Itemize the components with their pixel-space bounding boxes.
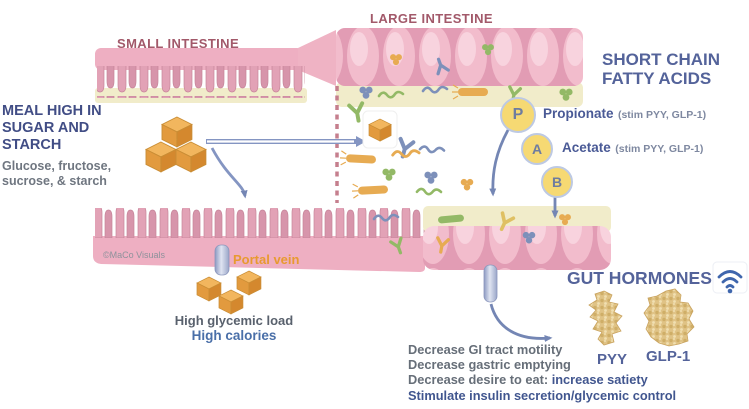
villi <box>95 208 425 240</box>
sugar-cube-icon <box>196 270 262 315</box>
bottom-intestinal-wall <box>93 206 611 272</box>
large-intestine-label: LARGE INTESTINE <box>370 11 494 26</box>
glycemic-load-line: High glycemic load <box>174 313 294 328</box>
bacteria-filament-icon <box>421 85 449 94</box>
portal-vein-label: Portal vein <box>233 252 300 267</box>
sugar-cube-icon <box>145 116 207 173</box>
bacteria-cluster-icon <box>559 214 571 226</box>
watermark: ©MaCo Visuals <box>103 250 165 260</box>
effect-highlight: Stimulate insulin secretion/glycemic con… <box>408 387 677 403</box>
calories-line: High calories <box>191 328 277 343</box>
bacteria-cluster-icon <box>390 54 402 66</box>
gut-hormones-heading: GUT HORMONES <box>567 268 712 288</box>
top-intestinal-wall <box>95 28 583 107</box>
large-intestine-wall-bottom <box>423 206 611 270</box>
pyy-label: PYY <box>597 351 628 368</box>
scfa-heading: SHORT CHAIN FATTY ACIDS <box>602 50 721 88</box>
haustra <box>423 226 611 270</box>
acetate-circle: A <box>521 133 553 165</box>
bacteria-rod-icon <box>451 84 489 100</box>
effect-line: Stimulate insulin secretion/glycemic con… <box>408 388 676 403</box>
glp1-blob <box>643 288 695 347</box>
effect-highlight: increase satiety <box>551 372 648 388</box>
propionate-note: (stim PYY, GLP-1) <box>617 109 707 121</box>
meal-title: MEAL HIGH IN SUGAR AND STARCH <box>2 103 102 153</box>
small-intestine-label: SMALL INTESTINE <box>117 36 240 51</box>
absorption-arrow <box>210 147 248 199</box>
hormone-release-arrow <box>489 303 553 342</box>
bacteria-filament-icon <box>415 186 443 197</box>
bacteria-cluster-icon <box>382 168 396 181</box>
antibody-icon <box>431 55 450 76</box>
bacteria-cluster-icon <box>522 231 536 244</box>
effect-text: Decrease desire to eat: <box>408 372 552 388</box>
haustra <box>336 28 583 86</box>
acetate-name: Acetate <box>562 140 611 155</box>
small-intestine-wall-top <box>95 30 336 103</box>
effects-list: Decrease GI tract motility Decrease gast… <box>408 342 676 403</box>
antibody-icon <box>389 236 408 257</box>
effect-text: Decrease gastric emptying <box>408 357 571 373</box>
antibody-icon <box>433 236 451 255</box>
acetate-note: (stim PYY, GLP-1) <box>615 143 704 155</box>
bacteria-rod-icon <box>339 150 377 168</box>
meal-text-block: MEAL HIGH IN SUGAR AND STARCH Glucose, f… <box>2 103 124 189</box>
bacteria-rod-icon <box>351 181 389 199</box>
bacteria-cluster-icon <box>359 86 373 99</box>
villi <box>97 66 305 98</box>
effect-line: Decrease GI tract motility <box>408 342 676 357</box>
propionate-label: Propionate (stim PYY, GLP-1) <box>543 105 706 123</box>
propionate-circle: P <box>500 97 536 133</box>
effect-line: Decrease gastric emptying <box>408 357 676 372</box>
undigested-sugar-chip <box>362 110 398 149</box>
bacteria-cluster-icon <box>460 178 474 191</box>
small-intestine-wall-bottom <box>93 208 425 272</box>
antibody-icon <box>494 211 516 234</box>
meal-subtitle: Glucose, fructose, sucrose, & starch <box>2 159 112 188</box>
propionate-absorption-arrow <box>489 129 510 197</box>
pyy-blob <box>588 290 623 346</box>
bacteria-rod-icon <box>437 214 465 224</box>
effect-text: Decrease GI tract motility <box>408 342 563 357</box>
glp1-label: GLP-1 <box>646 348 691 365</box>
sugar-transit-arrow <box>206 136 366 147</box>
bacteria-filament-icon <box>372 213 400 222</box>
bacteria-cluster-icon <box>559 88 573 101</box>
glycemic-block: High glycemic load High calories <box>158 313 310 343</box>
bacteria-filament-icon <box>377 90 405 99</box>
bacteria-cluster-icon <box>482 44 494 56</box>
acetate-label: Acetate (stim PYY, GLP-1) <box>562 139 703 157</box>
propionate-name: Propionate <box>543 106 614 121</box>
bacteria-filament-icon <box>418 143 446 156</box>
effect-line: Decrease desire to eat: increase satiety <box>408 372 676 387</box>
butyrate-circle: B <box>541 166 573 198</box>
wifi-signal-icon <box>712 261 748 294</box>
portal-vein-tube-icon <box>214 244 498 303</box>
bacteria-cluster-icon <box>424 171 438 184</box>
